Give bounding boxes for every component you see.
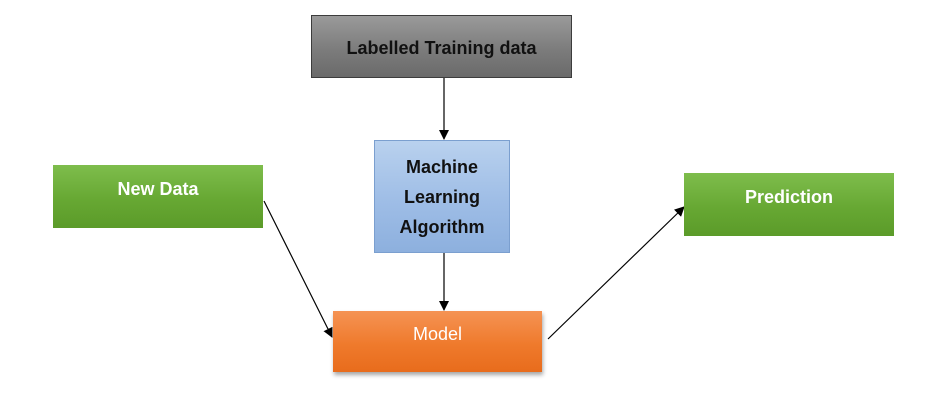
node-algorithm-label-line-1: Machine — [405, 156, 479, 177]
node-prediction: Prediction — [684, 173, 894, 236]
node-new-data-label: New Data — [117, 179, 199, 199]
node-labelled-training-data-label: Labelled Training data — [346, 37, 537, 58]
node-new-data: New Data — [53, 165, 263, 228]
edge-model-to-prediction — [547, 206, 685, 340]
node-machine-learning-algorithm: Machine Learning Algorithm — [374, 140, 510, 253]
edge-new-data-to-model — [263, 200, 333, 338]
node-model: Model — [333, 311, 542, 372]
node-prediction-label: Prediction — [744, 187, 833, 207]
node-model-label: Model — [412, 324, 463, 344]
node-algorithm-label-line-2: Learning — [403, 186, 480, 207]
node-algorithm-label-line-3: Algorithm — [399, 216, 485, 237]
node-labelled-training-data: Labelled Training data — [311, 15, 572, 78]
